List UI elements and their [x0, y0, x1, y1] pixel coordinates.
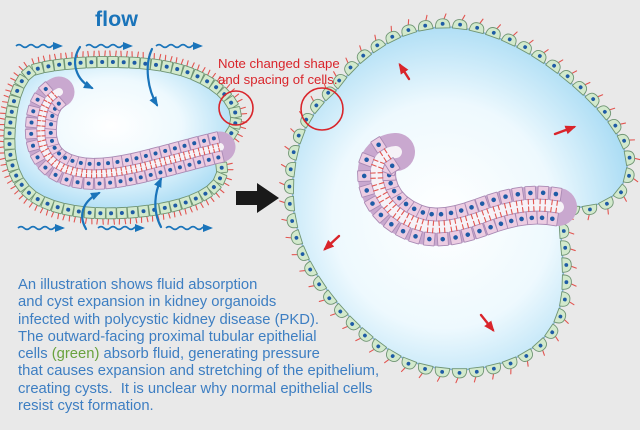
flow-arrow-icon	[155, 42, 203, 50]
small-tubule-lumen	[36, 88, 224, 178]
pressure-arrow-icon	[479, 313, 495, 332]
absorption-arrow-icon	[146, 47, 159, 107]
flow-label: flow	[95, 7, 138, 31]
flow-arrow-icon	[17, 224, 65, 232]
note-annotation-line2: and spacing of cells.	[218, 72, 338, 87]
absorption-arrow-icon	[154, 177, 163, 229]
flow-arrow-icon	[97, 224, 145, 232]
fluid-absorption-arrows	[74, 45, 163, 231]
absorption-arrow-icon	[74, 45, 94, 90]
large-tubule-lumen	[370, 146, 564, 233]
absorption-arrow-icon	[81, 191, 101, 231]
flow-arrow-icon	[165, 224, 213, 232]
caption-line: that causes expansion and stretching of …	[18, 363, 380, 380]
flow-arrow-icon	[85, 42, 133, 50]
caption-line: infected with polycystic kidney disease …	[18, 311, 319, 328]
emphasis-circle-large-cyst	[300, 87, 344, 131]
large-cyst-stretched-cells	[279, 13, 640, 384]
fluid-flow-arrows	[15, 42, 213, 232]
small-tubule-cells	[24, 81, 225, 190]
expansion-pressure-arrows	[323, 62, 577, 332]
large-tubule-cells	[357, 136, 563, 247]
note-annotation-line1: Note changed shape	[218, 56, 340, 71]
transformation-arrow-icon	[236, 183, 279, 213]
caption-line: resist cyst formation.	[18, 398, 154, 415]
caption-line: The outward-facing proximal tubular epit…	[18, 328, 317, 345]
caption-line: and cyst expansion in kidney organoids	[18, 294, 277, 311]
emphasis-circle-small-organoid	[218, 90, 254, 126]
caption-line: cells (green) absorb fluid, generating p…	[18, 346, 320, 363]
pressure-arrow-icon	[553, 125, 577, 136]
flow-arrow-icon	[15, 42, 63, 50]
pressure-arrow-icon	[323, 234, 341, 251]
caption-line: An illustration shows fluid absorption	[18, 277, 258, 293]
pressure-arrow-icon	[398, 62, 411, 81]
caption-line: creating cysts. It is unclear why normal…	[18, 380, 373, 397]
